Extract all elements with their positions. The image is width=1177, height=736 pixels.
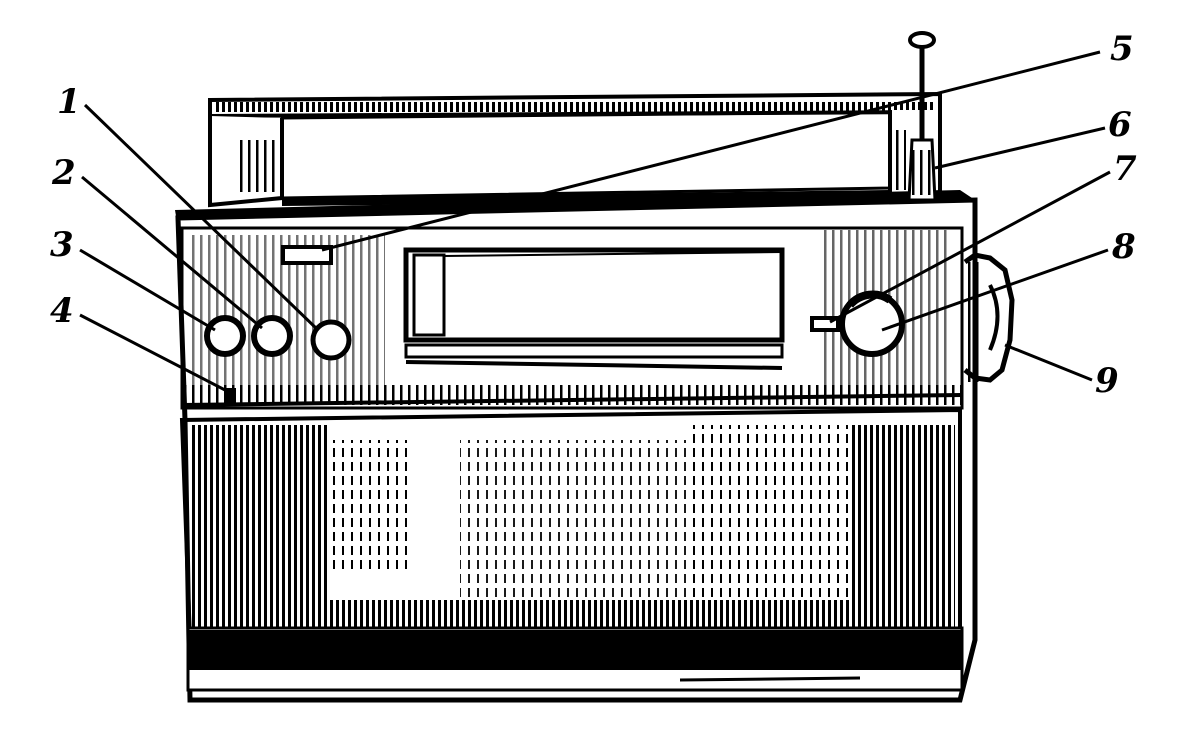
dial-window [403, 247, 785, 370]
callout-6: 6 [1108, 105, 1132, 145]
callout-7: 7 [1113, 149, 1137, 189]
callout-5: 5 [1110, 29, 1134, 69]
leader-1 [83, 103, 320, 332]
speaker-grille [179, 407, 962, 642]
leader-5 [321, 50, 1101, 252]
callout-3: 3 [50, 225, 74, 265]
jack [226, 388, 236, 404]
leader-4 [79, 313, 226, 392]
side-knob [962, 252, 1015, 383]
indicator-window [281, 245, 333, 265]
antenna [907, 31, 937, 202]
callout-labels: 1 2 3 4 5 6 7 8 9 [50, 29, 1137, 401]
callout-1: 1 [57, 82, 81, 122]
button-3 [204, 315, 246, 357]
button-1 [310, 319, 352, 361]
button-2 [251, 315, 293, 357]
leader-3 [79, 248, 216, 332]
leader-lines [79, 50, 1111, 392]
leader-8 [881, 248, 1109, 332]
leader-7 [829, 170, 1111, 324]
callout-8: 8 [1111, 227, 1136, 267]
leader-2 [81, 175, 263, 330]
base [186, 626, 964, 703]
leader-9 [1004, 343, 1093, 382]
handle [208, 91, 942, 208]
callout-9: 9 [1095, 361, 1119, 401]
callout-2: 2 [51, 153, 76, 193]
leader-6 [934, 126, 1106, 170]
callout-4: 4 [50, 291, 74, 331]
front-buttons [204, 315, 352, 361]
